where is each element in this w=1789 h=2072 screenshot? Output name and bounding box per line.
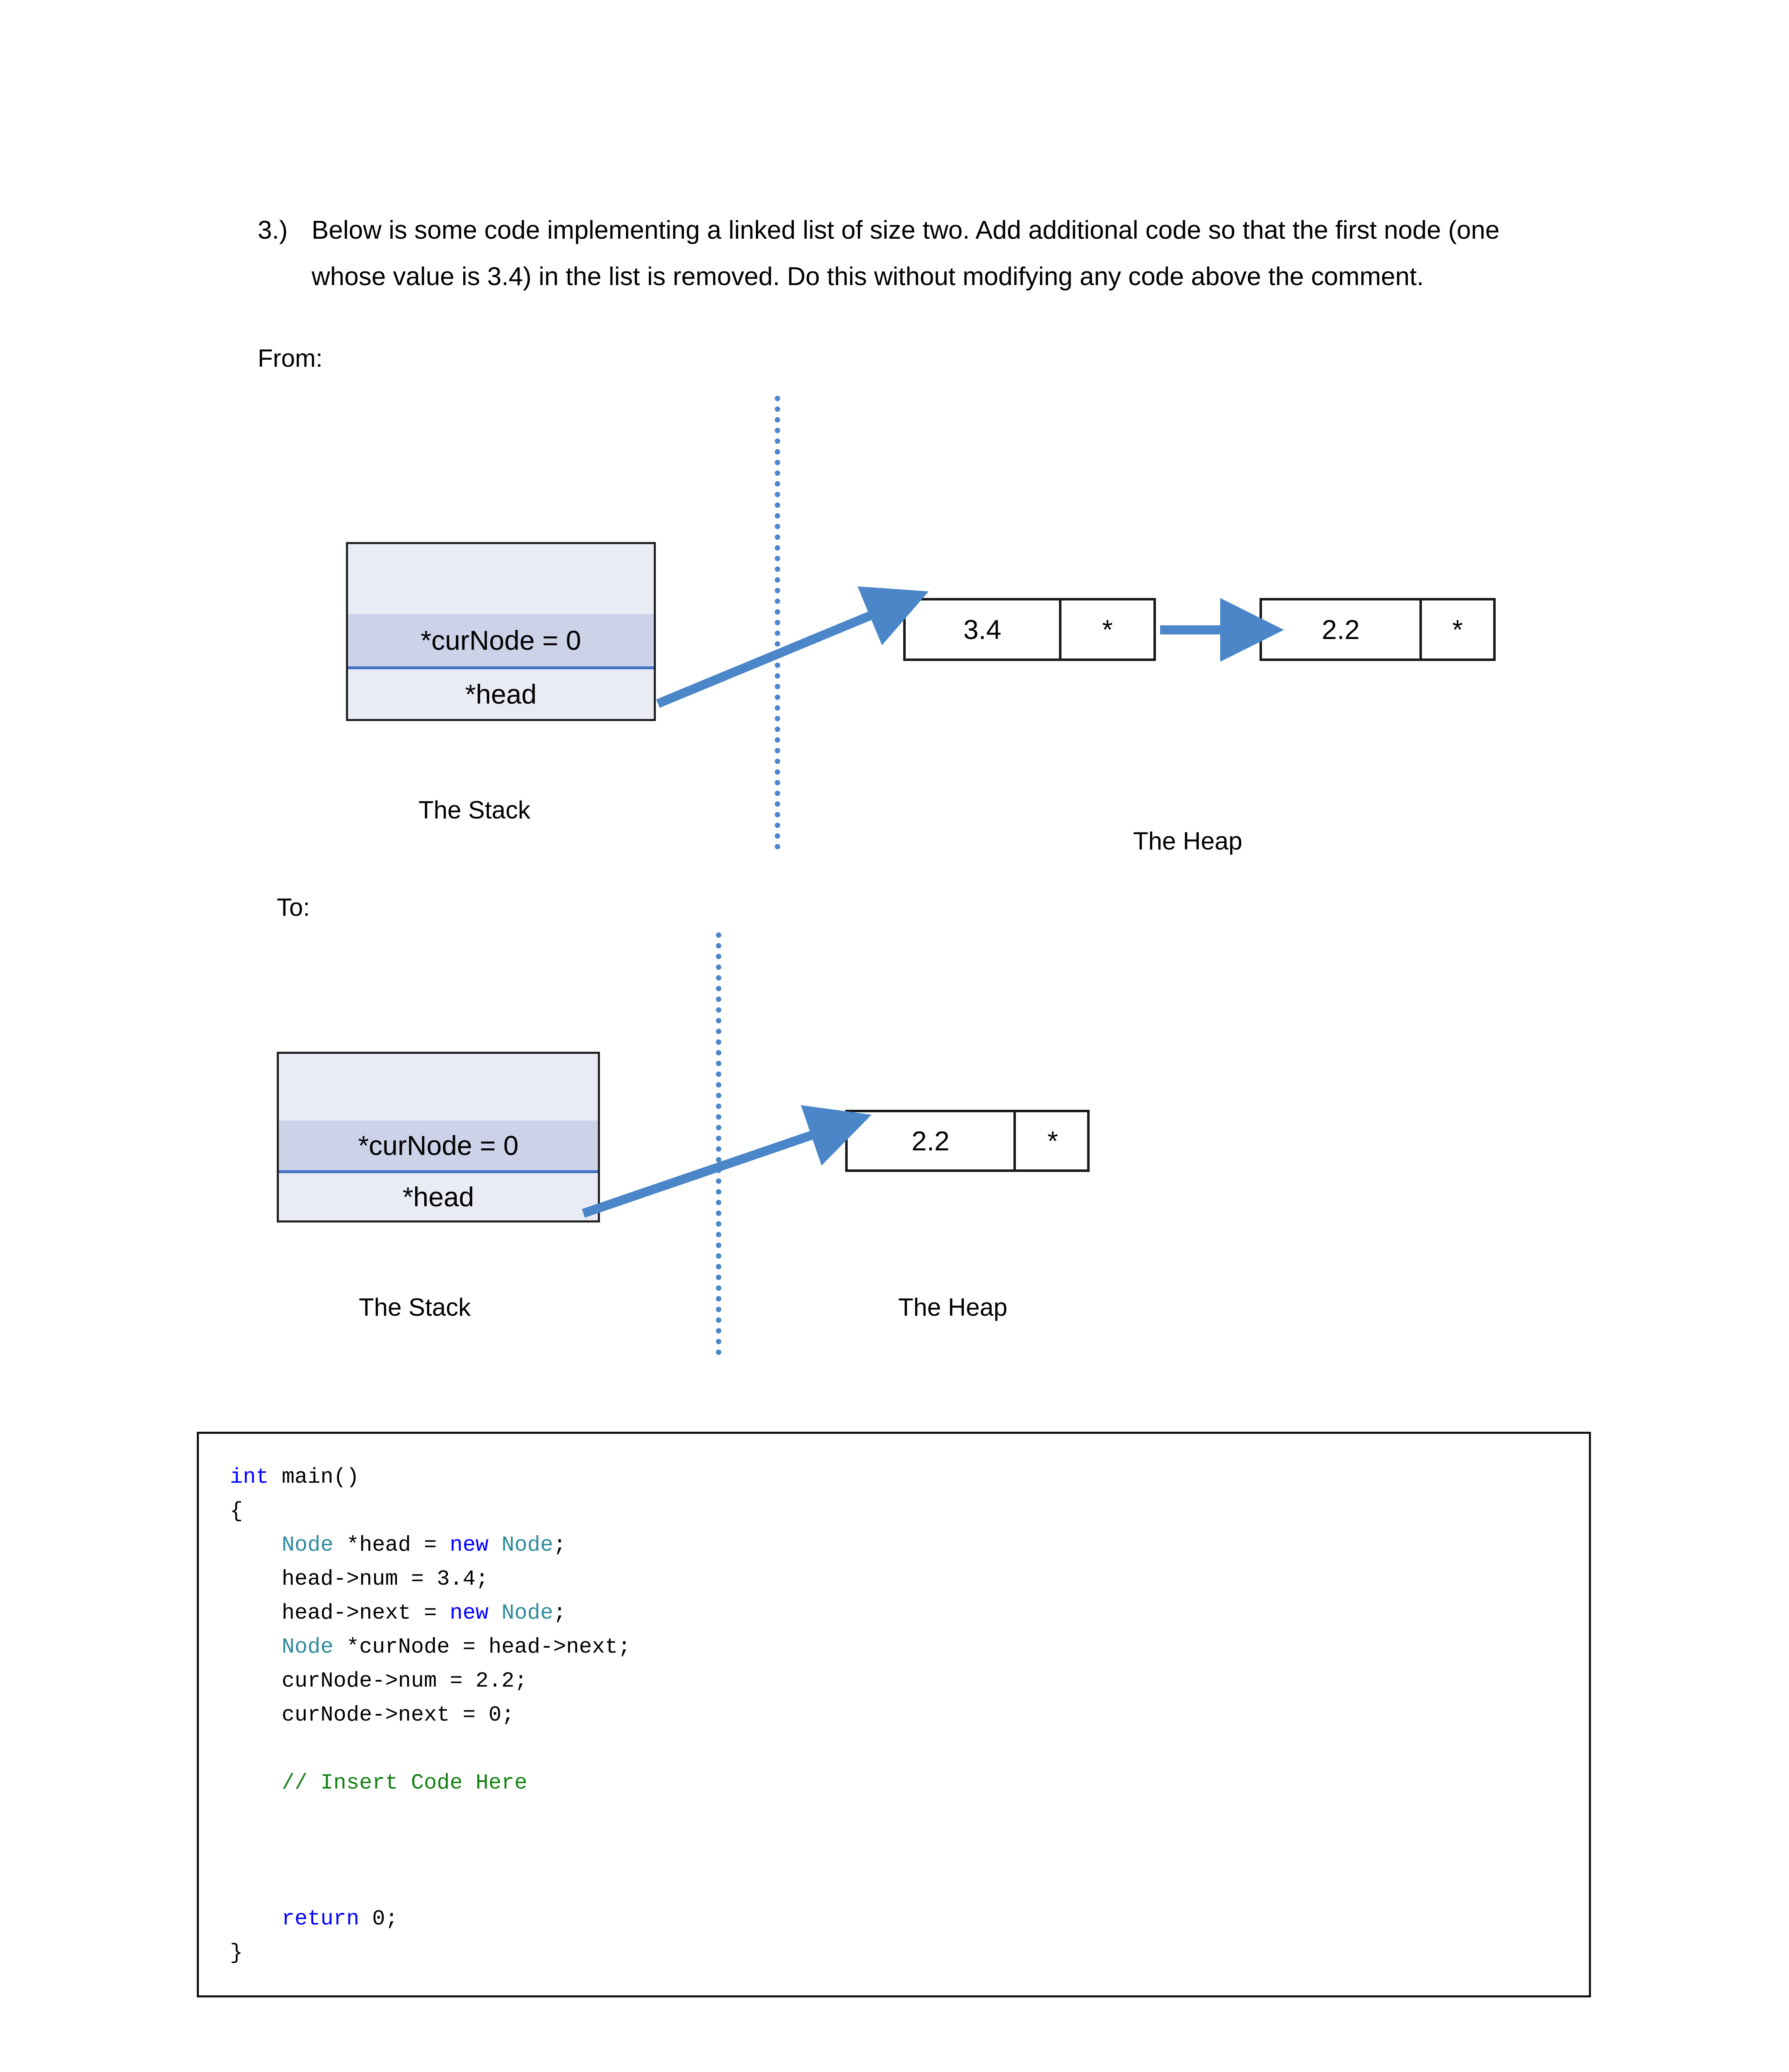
question-text: Below is some code implementing a linked… — [312, 216, 1500, 291]
code-content: int main() { Node *head = new Node; head… — [230, 1465, 631, 1965]
node-pointer-cell: * — [1419, 600, 1493, 658]
stack-box-from: *curNode = 0 *head — [346, 542, 656, 721]
heap-label-to: The Heap — [898, 1293, 1008, 1321]
heap-node-2-from: 2.2 * — [1260, 598, 1496, 661]
next-arrow-node1-to-node2 — [1160, 598, 1284, 662]
node-pointer-cell: * — [1013, 1112, 1090, 1169]
question-number: 3.) — [258, 216, 288, 244]
code-block: int main() { Node *head = new Node; head… — [197, 1432, 1591, 1997]
stack-heap-divider-2 — [716, 932, 721, 1355]
from-label: From: — [258, 344, 323, 372]
node-value-cell: 2.2 — [911, 1126, 950, 1156]
stack-heap-divider-1 — [775, 396, 780, 850]
question-block: 3.) Below is some code implementing a li… — [258, 207, 1542, 300]
node-value-cell: 2.2 — [1322, 614, 1360, 645]
stack-row-curnode: *curNode = 0 — [279, 1120, 598, 1171]
heap-label-from: The Heap — [1133, 827, 1243, 855]
pointer-arrow-head-to-node-to — [582, 1105, 872, 1218]
node-value-cell: 3.4 — [963, 614, 1001, 645]
stack-row-head: *head — [348, 666, 654, 719]
stack-row-curnode: *curNode = 0 — [348, 614, 654, 667]
node-pointer-cell: * — [1059, 600, 1153, 658]
stack-label-from: The Stack — [418, 796, 531, 824]
pointer-arrow-head-to-node1 — [656, 586, 929, 708]
stack-row-head: *head — [279, 1170, 598, 1220]
heap-node-1-to: 2.2 * — [845, 1110, 1090, 1172]
stack-box-to: *curNode = 0 *head — [277, 1052, 600, 1222]
to-label: To: — [277, 893, 310, 921]
heap-node-1-from: 3.4 * — [903, 598, 1156, 661]
stack-row-empty — [279, 1054, 598, 1121]
stack-row-empty — [348, 544, 654, 614]
stack-label-to: The Stack — [359, 1293, 471, 1321]
